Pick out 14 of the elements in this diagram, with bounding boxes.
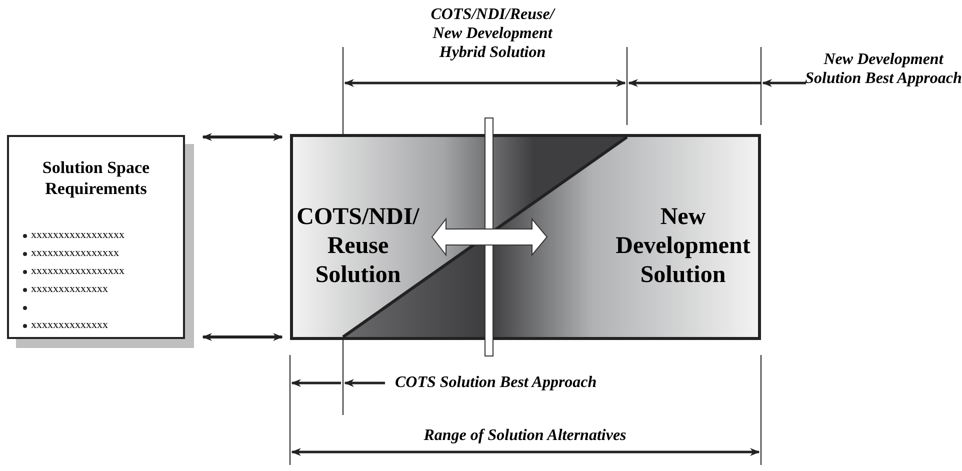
dimension-label: Range of Solution Alternatives	[422, 426, 628, 445]
bullet-item: xxxxxxxxxxxxxx	[31, 283, 108, 296]
dimension-label: COTS/NDI/Reuse/ New Development Hybrid Solution	[430, 5, 556, 62]
bullet-item: xxxxxxxxxxxxxxxx	[31, 247, 119, 260]
bullet-item: xxxxxxxxxxxxxxxxx	[31, 265, 124, 278]
dimension-label: New Development Solution Best Approach	[805, 50, 962, 88]
region-label: COTS/NDI/ Reuse Solution	[296, 203, 420, 290]
bullet-item: xxxxxxxxxxxxxx	[31, 319, 108, 332]
document-title: Solution Space Requirements	[41, 157, 151, 199]
double-arrow	[202, 333, 283, 341]
double-arrow	[202, 133, 283, 141]
bullet-item: xxxxxxxxxxxxxxxxx	[31, 229, 124, 242]
dimension-label: COTS Solution Best Approach	[395, 373, 598, 392]
region-label: New Development Solution	[614, 203, 752, 290]
